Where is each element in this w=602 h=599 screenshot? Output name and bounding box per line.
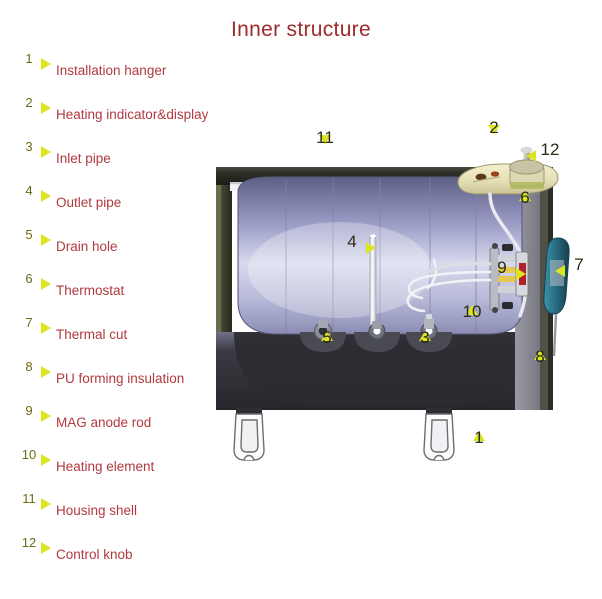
diagram-callout-4[interactable]: 4 [335,232,376,276]
flange-assembly [489,243,529,313]
legend-item-9[interactable]: 9 MAG anode rod [14,403,234,454]
heating-indicator-lamp [475,173,487,181]
legend-badge-wrapper: 1 [14,51,51,88]
badge-tail-icon [41,366,51,378]
badge-tail-icon [526,150,536,162]
badge-tail-icon [516,268,526,280]
legend-item-7[interactable]: 7 Thermal cut [14,315,234,366]
control-panel-assembly [457,146,559,195]
badge-tail-icon [488,125,501,135]
diagram-callout-12[interactable]: 12 [526,140,567,184]
legend-item-label: Heating element [56,459,155,474]
installation-hanger-left [233,408,265,461]
legend-item-10[interactable]: 10 Heating element [14,447,234,498]
tank-lower-shadow [234,332,534,404]
badge-tail-icon [41,234,51,246]
legend-item-label: Thermal cut [56,327,128,342]
badge-tail-icon [473,431,486,441]
legend-badge-wrapper: 8 [14,359,51,396]
legend-badge-wrapper: 12 [14,535,51,572]
badge-tail-icon [41,454,51,466]
center-port [354,321,400,352]
legend-badge-wrapper: 10 [14,447,51,484]
badge-tail-icon [41,410,51,422]
badge-tail-icon [319,135,332,145]
installation-hanger-right [423,408,455,461]
legend-item-8[interactable]: 8 PU forming insulation [14,359,234,410]
badge-tail-icon [419,331,432,341]
badge-tail-icon [41,146,51,158]
legend-item-3[interactable]: 3 Inlet pipe [14,139,234,190]
diagram-callout-5[interactable]: 5 [321,328,334,347]
legend-item-label: Outlet pipe [56,195,122,210]
legend-item-label: Heating indicator&display [56,107,209,122]
legend-item-5[interactable]: 5 Drain hole [14,227,234,278]
badge-tail-icon [41,58,51,70]
legend-item-label: Control knob [56,547,133,562]
legend-badge-wrapper: 5 [14,227,51,264]
legend-list: 1 Installation hanger 2 Heating indicator&d… [14,51,234,586]
diagram-callout-1[interactable]: 1 [473,428,486,447]
badge-tail-icon [321,331,334,341]
badge-tail-icon [41,190,51,202]
legend-item-label: Installation hanger [56,63,167,78]
legend-item-1[interactable]: 1 Installation hanger [14,51,234,102]
badge-tail-icon [41,542,51,554]
legend-item-4[interactable]: 4 Outlet pipe [14,183,234,234]
legend-badge-wrapper: 4 [14,183,51,220]
legend-badge-wrapper: 3 [14,139,51,176]
legend-badge-wrapper: 7 [14,315,51,352]
legend-badge-wrapper: 9 [14,403,51,440]
legend-item-label: PU forming insulation [56,371,185,386]
badge-tail-icon [41,102,51,114]
legend-item-label: Thermostat [56,283,125,298]
inlet-pipe-port [406,314,452,352]
legend-item-label: Inlet pipe [56,151,111,166]
diagram-callout-10[interactable]: 10 [462,302,482,321]
diagram-callout-6[interactable]: 6 [519,188,532,207]
diagram-callout-11[interactable]: 11 [316,128,334,147]
heating-element [406,258,492,313]
legend-badge-wrapper: 6 [14,271,51,308]
legend-item-label: Housing shell [56,503,138,518]
badge-tail-icon [366,242,376,254]
mag-anode-rod [426,262,492,274]
page-title: Inner structure [231,18,371,41]
outlet-pipe [369,234,377,333]
legend-item-2[interactable]: 2 Heating indicator&display [14,95,234,146]
badge-tail-icon [41,278,51,290]
legend-item-6[interactable]: 6 Thermostat [14,271,234,322]
legend-badge-wrapper: 11 [14,491,51,528]
legend-item-11[interactable]: 11 Housing shell [14,491,234,542]
diagram-callout-3[interactable]: 3 [419,328,432,347]
badge-tail-icon [519,191,532,201]
legend-item-label: Drain hole [56,239,118,254]
diagram-callout-8[interactable]: 8 [534,347,547,366]
legend-item-12[interactable]: 12 Control knob [14,535,234,586]
badge-tail-icon [555,265,565,277]
badge-tail-icon [41,322,51,334]
diagram-callout-9[interactable]: 9 [485,258,526,302]
diagram-callout-2[interactable]: 2 [488,118,501,137]
badge-tail-icon [466,305,479,315]
legend-item-label: MAG anode rod [56,415,152,430]
diagram-callout-7[interactable]: 7 [555,255,596,299]
legend-badge-wrapper: 2 [14,95,51,132]
badge-tail-icon [534,350,547,360]
badge-tail-icon [41,498,51,510]
